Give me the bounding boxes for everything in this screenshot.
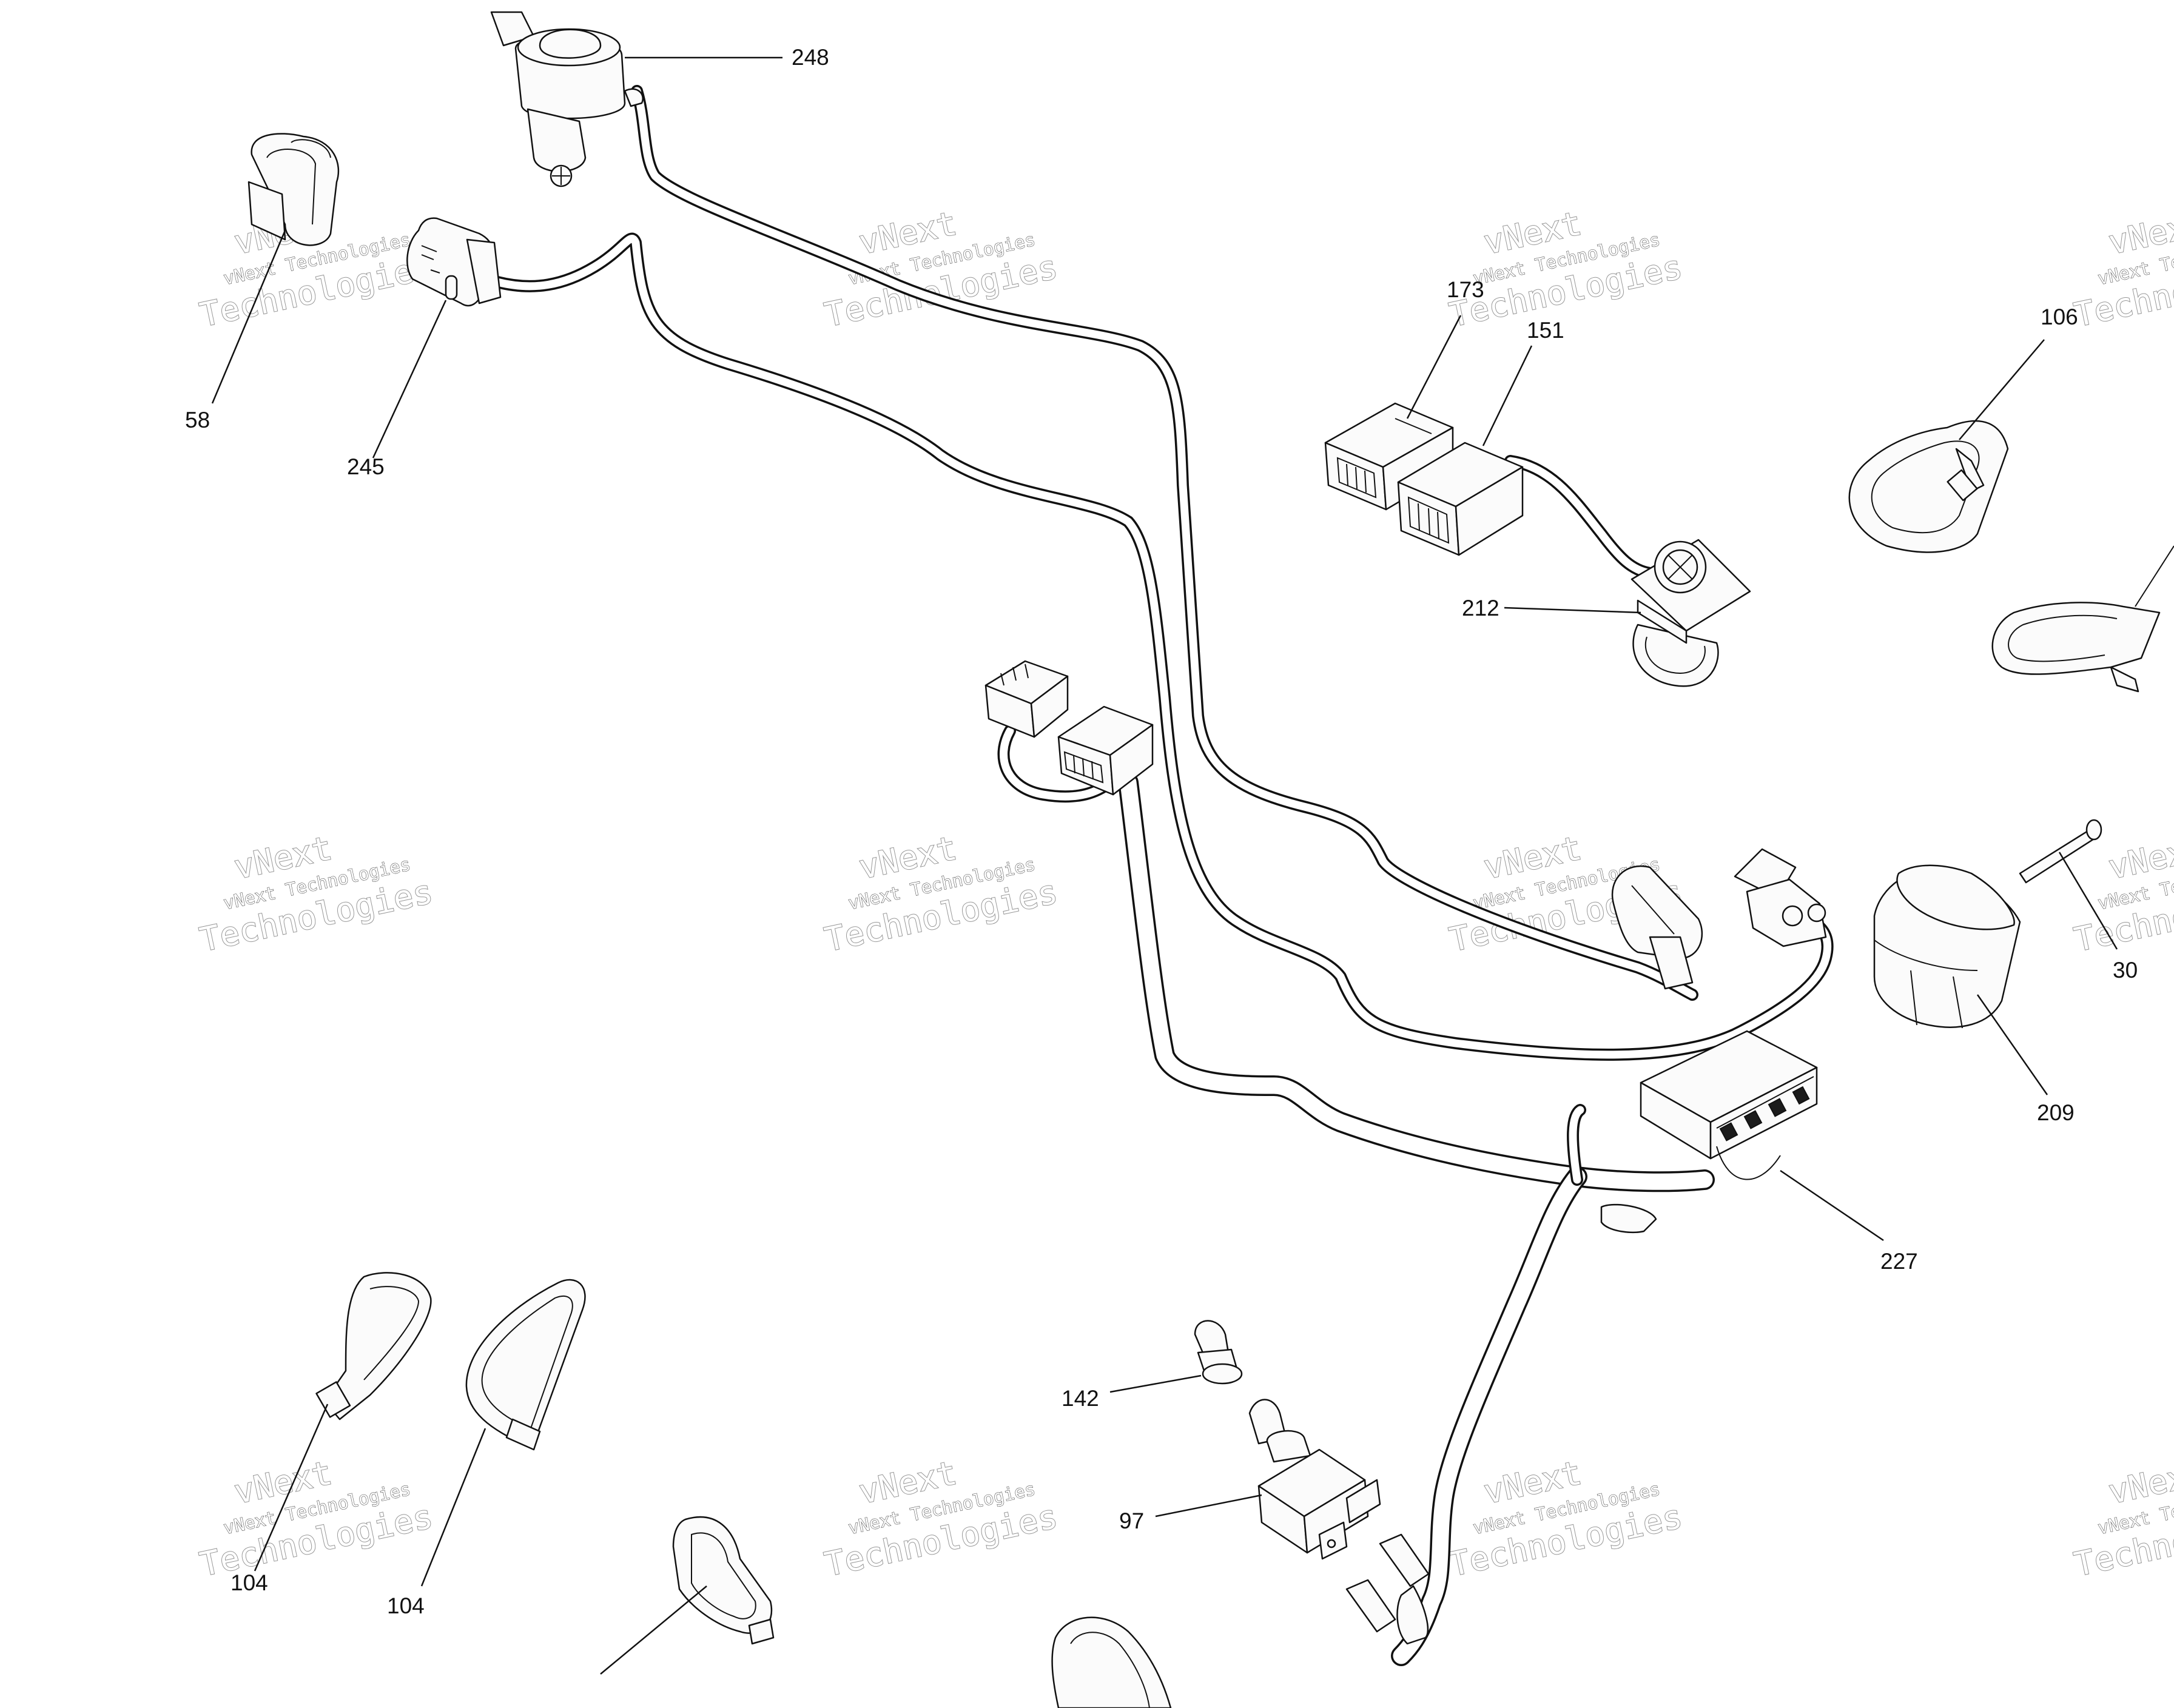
callout-212: 212 [1462, 596, 1499, 620]
callout-245: 245 [347, 454, 385, 479]
part-30-pin [2019, 819, 2102, 884]
wire-top-connector-loop-core [1000, 727, 1114, 801]
strap-right-edge [1991, 545, 2174, 693]
watermark-12: vNext vNext Technologies Technologies [2070, 1453, 2174, 1584]
watermark-3: vNext vNext Technologies Technologies [1445, 203, 1686, 335]
callout-30: 30 [2113, 958, 2138, 983]
part-strap-bottom-center [672, 1516, 775, 1645]
harness-wires [491, 85, 1834, 1666]
leader-245 [372, 300, 447, 459]
callout-142: 142 [1062, 1386, 1099, 1411]
leader-142 [1109, 1374, 1202, 1393]
harness-branch-down-core [1393, 1168, 1586, 1664]
callout-106: 106 [2041, 304, 2078, 329]
watermark-11: vNext vNext Technologies Technologies [1445, 1453, 1686, 1584]
leader-227 [1780, 1169, 1884, 1242]
callout-151: 151 [1527, 318, 1564, 343]
leader-58 [211, 230, 286, 404]
watermark-line1: vNext [2105, 829, 2174, 886]
watermark-line1: vNext [2105, 204, 2174, 261]
callout-labels: 248 58 245 173 151 106 212 30 209 227 14… [185, 45, 2138, 1618]
callout-104-b: 104 [387, 1593, 425, 1618]
part-connector-mid-right [1611, 865, 1703, 990]
part-104-strap-a [315, 1272, 432, 1421]
part-strap-bottom-right [1051, 1616, 1172, 1708]
part-106-strap [1848, 420, 2009, 553]
wire-151-212 [1504, 455, 1656, 579]
watermark-line1: vNext [2105, 1453, 2174, 1511]
leader-lines [211, 56, 2118, 1675]
leader-212 [1504, 607, 1641, 614]
part-212-grommet [1630, 539, 1751, 687]
part-104-strap-b [465, 1279, 586, 1451]
part-227-fuse-box [1640, 1030, 1818, 1180]
callout-104-a: 104 [231, 1570, 268, 1595]
part-245-sensor [406, 217, 502, 307]
leader-209 [1976, 994, 2048, 1095]
leader-30 [2058, 852, 2118, 950]
harness-branch-down [1391, 1166, 1587, 1666]
watermark-9: vNext vNext Technologies Technologies [196, 1453, 437, 1584]
leader-104-a [254, 1404, 329, 1572]
callout-58: 58 [185, 408, 210, 432]
part-connector-bottom [1345, 1533, 1430, 1645]
harness-main-bundle-core [1120, 774, 1713, 1190]
callout-248: 248 [792, 45, 829, 70]
leader-106 [1959, 339, 2045, 440]
part-248-switch [490, 11, 644, 187]
part-cable-tie-junction [1600, 1203, 1657, 1234]
leader-bottom-strap [600, 1585, 707, 1675]
watermark-8: vNext vNext Technologies Technologies [2070, 828, 2174, 960]
leader-104-b [420, 1428, 486, 1587]
part-209-boot [1873, 864, 2021, 1029]
part-142-cap [1194, 1320, 1243, 1385]
part-97-toggle-switch [1248, 1399, 1381, 1560]
leader-173 [1406, 315, 1462, 419]
harness-wire-a-core [633, 87, 1697, 999]
harness-stub-core [1569, 1106, 1584, 1184]
watermark-5: vNext vNext Technologies Technologies [196, 828, 437, 960]
callout-173: 173 [1447, 277, 1484, 302]
callout-209: 209 [2037, 1100, 2075, 1125]
callout-97: 97 [1119, 1508, 1144, 1533]
wire-151-212-core [1506, 457, 1654, 577]
part-connector-pair [984, 660, 1154, 796]
harness-main-bundle [1118, 772, 1715, 1192]
part-151-connector [1397, 442, 1524, 556]
watermark-6: vNext vNext Technologies Technologies [821, 828, 1062, 960]
leader-97 [1155, 1494, 1262, 1518]
leader-151 [1482, 345, 1533, 446]
part-connector-right [1734, 848, 1827, 947]
callout-227: 227 [1880, 1249, 1918, 1274]
watermark-10: vNext vNext Technologies Technologies [821, 1453, 1062, 1584]
harness-wire-b-core [493, 235, 1832, 1059]
part-58-clip [247, 133, 340, 246]
